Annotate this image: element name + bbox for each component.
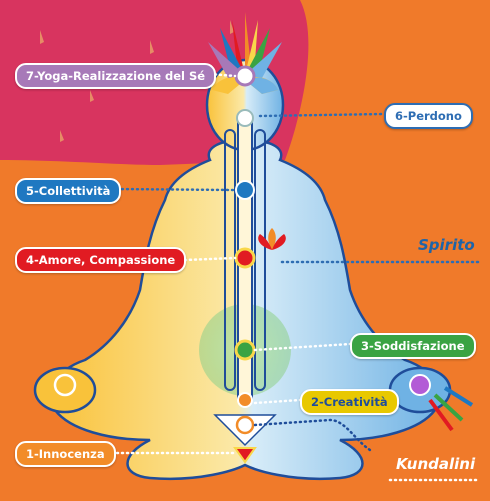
label-chakra-1: 1-Innocenza: [15, 441, 116, 467]
label-chakra-3: 3-Soddisfazione: [350, 333, 476, 359]
label-chakra-2: 2-Creatività: [300, 389, 399, 415]
label-chakra-7: 7-Yoga-Realizzazione del Sé: [15, 63, 216, 89]
label-spirito: Spirito: [418, 236, 475, 254]
label-kundalini: Kundalini: [396, 455, 475, 473]
label-chakra-6: 6-Perdono: [384, 103, 473, 129]
label-chakra-5: 5-Collettività: [15, 178, 121, 204]
chakra-wheel-icon: [236, 67, 254, 85]
label-chakra-4: 4-Amore, Compassione: [15, 247, 186, 273]
